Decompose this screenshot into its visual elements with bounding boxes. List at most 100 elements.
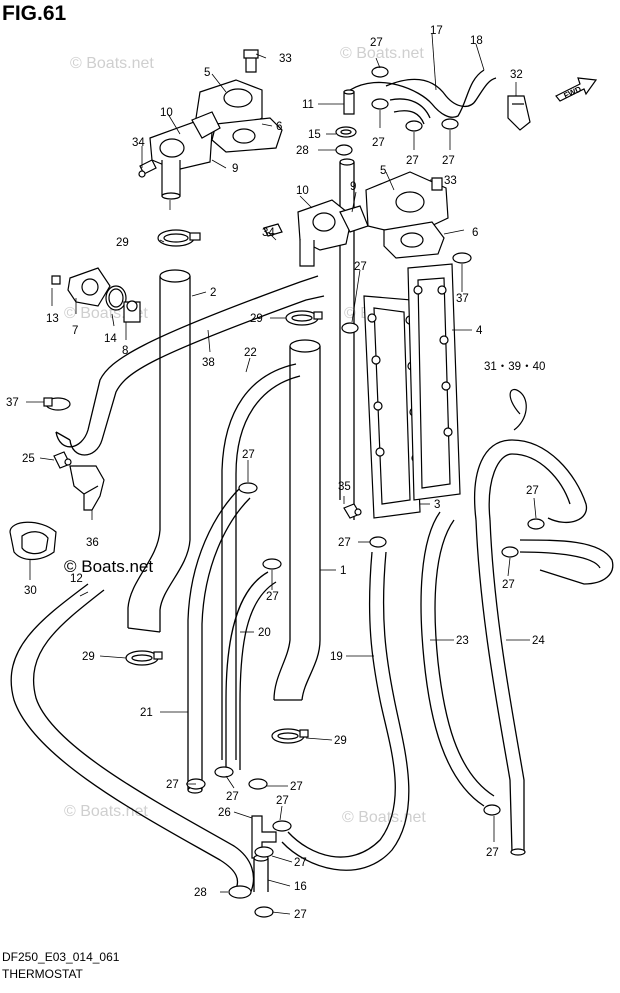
hose-clamp: [452, 252, 472, 264]
watermark: © Boats.net: [70, 55, 154, 72]
watermark: © Boats.net: [342, 809, 426, 826]
hose-end: [289, 339, 321, 353]
callout: 30: [24, 585, 37, 597]
callout: 27: [294, 857, 307, 869]
callout: 27: [372, 137, 385, 149]
callout: 27: [442, 155, 455, 167]
hose-end: [510, 848, 526, 856]
callout: 27: [354, 261, 367, 273]
callout: 34: [262, 227, 275, 239]
hose: [221, 363, 297, 760]
callout: 6: [472, 227, 478, 239]
hose-clamp: [285, 310, 323, 326]
callout: 28: [194, 887, 207, 899]
hose: [55, 275, 319, 448]
hose-clamp: [43, 397, 71, 411]
hose: [519, 551, 601, 569]
hose: [489, 519, 525, 852]
callout: 27: [526, 485, 539, 497]
thermostat-cover-group: [51, 267, 141, 323]
callout: 9: [232, 163, 238, 175]
hose-clamp-set: [335, 66, 459, 156]
callout: 4: [476, 325, 483, 337]
callout: 28: [296, 145, 309, 157]
hose-end: [159, 269, 191, 283]
hose-clamp: [157, 229, 201, 247]
gasket: [407, 263, 461, 501]
callout: 11: [302, 99, 314, 111]
callout: 29: [82, 651, 95, 663]
hose-clamp: [125, 650, 163, 666]
callout: 38: [202, 357, 215, 369]
hose-clamp-set: [341, 322, 545, 816]
callout: 3: [434, 499, 440, 511]
hose: [159, 276, 191, 632]
callout: 25: [22, 453, 35, 465]
hose: [32, 589, 255, 895]
bolt-35: [343, 503, 362, 519]
callout: 27: [242, 449, 255, 461]
callout: 10: [296, 185, 309, 197]
callout: 29: [116, 237, 129, 249]
callout: 10: [160, 107, 173, 119]
clip-32: [507, 95, 531, 131]
callout: 27: [166, 779, 179, 791]
elbow-fitting: [343, 89, 355, 115]
hose: [434, 519, 495, 797]
hose-clamp: [271, 728, 309, 744]
callout: 27: [406, 155, 419, 167]
hose: [393, 110, 425, 125]
hose-end: [339, 158, 355, 166]
bracket-group: [53, 451, 105, 511]
callout: 5: [204, 67, 210, 79]
callout: 37: [6, 397, 19, 409]
callout: 7: [72, 325, 78, 337]
callout: 24: [532, 635, 545, 647]
callout: 21: [140, 707, 153, 719]
hose: [201, 497, 251, 790]
callout: 14: [104, 333, 117, 345]
callout: 6: [276, 121, 282, 133]
watermark: © Boats.net: [340, 45, 424, 62]
callout: 29: [250, 313, 263, 325]
hose: [281, 551, 410, 871]
callout: 33: [279, 53, 292, 65]
watermark: © Boats.net: [64, 803, 148, 820]
callout: 12: [70, 573, 83, 585]
callout: 33: [444, 175, 457, 187]
callout: 29: [334, 735, 347, 747]
forward-arrow-icon: FWD: [555, 77, 598, 102]
hose: [385, 77, 497, 107]
hose: [488, 453, 571, 521]
hose: [420, 511, 485, 807]
callout: 16: [294, 881, 307, 893]
callout: 37: [456, 293, 469, 305]
callout: 15: [308, 129, 321, 141]
thermostat-housing-right: [263, 171, 449, 267]
callout: 23: [456, 635, 469, 647]
callout: 2: [210, 287, 216, 299]
callout: 17: [430, 25, 443, 37]
callout: 8: [122, 345, 128, 357]
hose: [69, 295, 325, 456]
hose: [389, 98, 431, 119]
hose: [225, 571, 269, 770]
hose: [475, 519, 513, 853]
hose: [474, 439, 587, 523]
callout: 35: [338, 481, 351, 493]
callout: 19: [330, 651, 343, 663]
figure-name: THERMOSTAT: [2, 967, 83, 981]
hose: [239, 581, 277, 770]
callout: 9: [350, 181, 356, 193]
clip-30: [9, 521, 57, 561]
callout: 27: [370, 37, 383, 49]
callout: 27: [338, 537, 351, 549]
figure-title: FIG.61: [2, 2, 67, 25]
hose: [10, 583, 239, 893]
thermostat-housing-left: [138, 49, 283, 200]
leader-lines: [26, 33, 537, 915]
watermark-main: © Boats.net: [64, 557, 153, 576]
callout: 13: [46, 313, 59, 325]
